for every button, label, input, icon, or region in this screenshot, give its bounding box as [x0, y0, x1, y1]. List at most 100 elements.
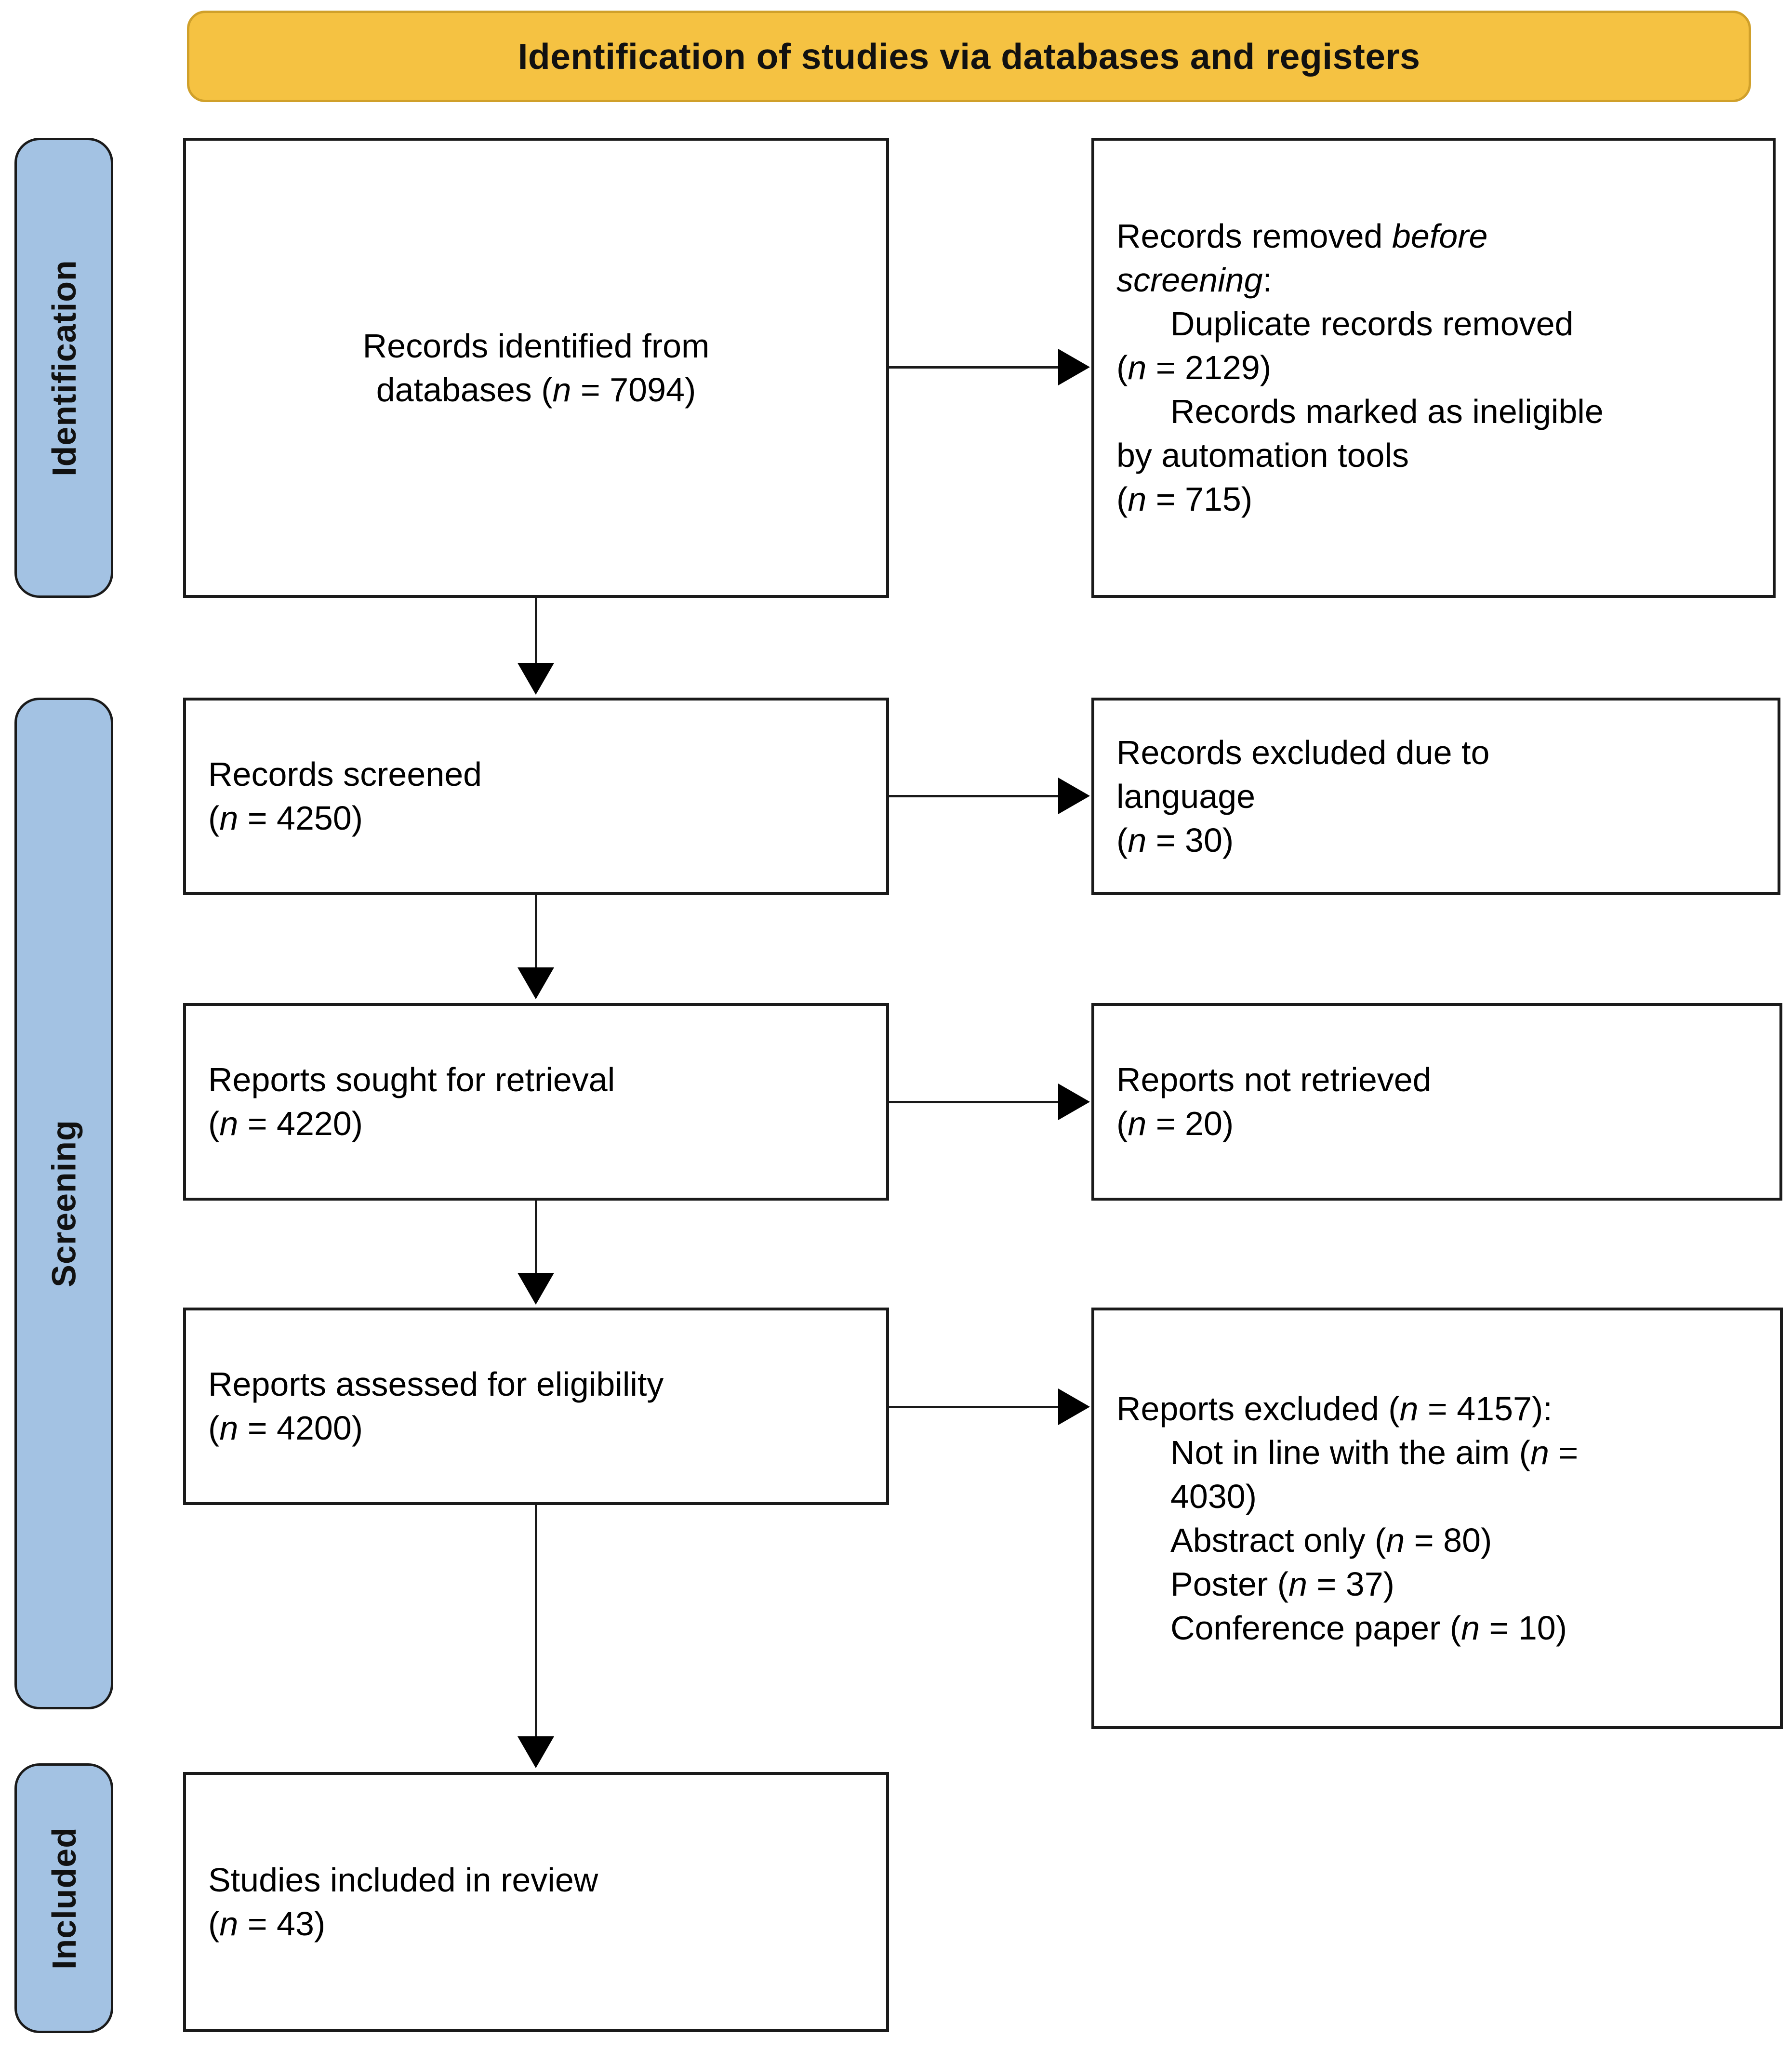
reports-assessed-line1: Reports assessed for eligibility	[208, 1365, 664, 1403]
not-retrieved-paren-open: (	[1116, 1105, 1128, 1142]
language-value: = 30)	[1146, 821, 1234, 859]
records-removed-heading-pre: Records removed	[1116, 217, 1392, 255]
studies-included-count: (n = 43)	[208, 1902, 864, 1946]
records-removed-heading-em-before: before	[1392, 217, 1488, 255]
box-reports-excluded-body: Reports excluded (n = 4157): Not in line…	[1116, 1387, 1758, 1650]
box-reports-excluded: Reports excluded (n = 4157): Not in line…	[1091, 1308, 1783, 1729]
records-removed-item1-count: (n = 2129)	[1116, 346, 1751, 390]
box-records-excluded-language: Records excluded due to language (n = 30…	[1091, 698, 1780, 895]
box-records-screened: Records screened (n = 4250)	[183, 698, 889, 895]
reports-assessed-count: (n = 4200)	[208, 1406, 864, 1450]
reason-3-n-symbol: n	[1288, 1565, 1308, 1603]
box-records-removed: Records removed before screening: Duplic…	[1091, 138, 1776, 598]
records-screened-line1: Records screened	[208, 755, 482, 793]
stage-label-screening: Screening	[14, 698, 113, 1709]
records-removed-heading-colon: :	[1262, 261, 1272, 299]
reason-1-label: Not in line with the aim (	[1170, 1433, 1530, 1471]
records-removed-heading: Records removed before	[1116, 214, 1751, 258]
box-records-identified-body: Records identified from databases (n = 7…	[208, 324, 864, 412]
records-removed-heading-cont: screening:	[1116, 258, 1751, 302]
reports-assessed-n-symbol: n	[219, 1409, 239, 1447]
reports-assessed-value: = 4200)	[238, 1409, 363, 1447]
box-records-removed-body: Records removed before screening: Duplic…	[1116, 214, 1751, 521]
reason-4-label: Conference paper (	[1170, 1609, 1461, 1647]
arrow-right-icon	[1058, 1084, 1090, 1120]
diagram-header-banner: Identification of studies via databases …	[187, 11, 1751, 102]
records-removed-heading-em-screening: screening	[1116, 261, 1263, 299]
reason-1-equals: =	[1549, 1433, 1579, 1471]
not-retrieved-n-symbol: n	[1128, 1105, 1147, 1142]
reports-excluded-reason-2: Abstract only (n = 80)	[1116, 1519, 1758, 1562]
reports-excluded-heading: Reports excluded (n = 4157):	[1116, 1387, 1758, 1431]
records-removed-item2: Records marked as ineligible	[1170, 393, 1604, 430]
records-identified-line1: Records identified from	[362, 327, 710, 365]
box-studies-included-body: Studies included in review (n = 43)	[208, 1858, 864, 1946]
box-studies-included: Studies included in review (n = 43)	[183, 1772, 889, 2032]
box-records-excluded-language-body: Records excluded due to language (n = 30…	[1116, 731, 1755, 862]
stage-label-identification-text: Identification	[45, 259, 83, 476]
not-retrieved-line1: Reports not retrieved	[1116, 1061, 1432, 1098]
records-screened-value: = 4250)	[238, 799, 363, 837]
reports-sought-line1: Reports sought for retrieval	[208, 1061, 615, 1098]
reports-excluded-reason-4: Conference paper (n = 10)	[1116, 1606, 1758, 1650]
reason-2-value: = 80)	[1405, 1521, 1492, 1559]
reports-excluded-heading-pre: Reports excluded (	[1116, 1389, 1400, 1428]
reports-excluded-total: = 4157):	[1418, 1389, 1553, 1428]
reason-2-label: Abstract only (	[1170, 1521, 1386, 1559]
records-removed-item1-n-symbol: n	[1128, 349, 1147, 386]
records-removed-item1-paren-open: (	[1116, 349, 1128, 386]
language-line1: Records excluded due to	[1116, 733, 1490, 771]
connector-identified-to-screened	[535, 598, 537, 670]
records-identified-n-symbol: n	[552, 370, 571, 409]
stage-label-screening-text: Screening	[45, 1120, 83, 1287]
box-reports-assessed-body: Reports assessed for eligibility (n = 42…	[208, 1362, 864, 1450]
reason-1-n-symbol: n	[1530, 1433, 1549, 1471]
reports-assessed-paren-open: (	[208, 1409, 220, 1447]
records-screened-n-symbol: n	[219, 799, 239, 837]
connector-identified-to-removed	[889, 366, 1062, 369]
connector-assessed-to-included	[535, 1505, 537, 1740]
stage-label-included-text: Included	[45, 1827, 83, 1970]
reason-3-label: Poster (	[1170, 1565, 1289, 1603]
records-removed-item2-paren-open: (	[1116, 480, 1128, 518]
box-reports-sought-body: Reports sought for retrieval (n = 4220)	[208, 1058, 864, 1146]
records-identified-count: = 7094)	[571, 370, 696, 409]
reports-sought-value: = 4220)	[238, 1105, 363, 1142]
box-reports-not-retrieved: Reports not retrieved (n = 20)	[1091, 1003, 1782, 1201]
diagram-title: Identification of studies via databases …	[518, 36, 1420, 77]
reason-3-value: = 37)	[1307, 1565, 1394, 1603]
arrow-right-icon	[1058, 1388, 1090, 1425]
reports-excluded-reason-3: Poster (n = 37)	[1116, 1562, 1758, 1606]
connector-sought-to-assessed	[535, 1201, 537, 1277]
not-retrieved-value: = 20)	[1146, 1105, 1234, 1142]
records-removed-item2-value: = 715)	[1146, 480, 1253, 518]
records-removed-item2-count: (n = 715)	[1116, 477, 1751, 521]
reports-excluded-n-symbol: n	[1399, 1389, 1419, 1428]
studies-included-n-symbol: n	[219, 1905, 239, 1943]
arrow-down-icon	[518, 967, 554, 999]
records-removed-item1: Duplicate records removed	[1170, 305, 1574, 343]
language-paren-open: (	[1116, 821, 1128, 859]
records-screened-count: (n = 4250)	[208, 796, 864, 840]
studies-included-paren-open: (	[208, 1905, 220, 1943]
arrow-right-icon	[1058, 778, 1090, 814]
records-removed-item2-cont: by automation tools	[1116, 436, 1409, 474]
connector-assessed-to-excluded	[889, 1406, 1062, 1408]
language-count: (n = 30)	[1116, 819, 1755, 862]
studies-included-line1: Studies included in review	[208, 1861, 598, 1899]
records-identified-line2: databases (n = 7094)	[208, 368, 864, 412]
not-retrieved-count: (n = 20)	[1116, 1102, 1757, 1146]
reports-sought-n-symbol: n	[219, 1105, 239, 1142]
language-n-symbol: n	[1128, 821, 1147, 859]
records-removed-item1-value: = 2129)	[1146, 349, 1272, 386]
reason-4-value: = 10)	[1480, 1609, 1567, 1647]
stage-label-identification: Identification	[14, 138, 113, 598]
connector-sought-to-not-retrieved	[889, 1101, 1062, 1103]
box-reports-sought: Reports sought for retrieval (n = 4220)	[183, 1003, 889, 1201]
records-screened-paren-open: (	[208, 799, 220, 837]
reports-sought-paren-open: (	[208, 1105, 220, 1142]
reports-sought-count: (n = 4220)	[208, 1102, 864, 1146]
connector-screened-to-language	[889, 795, 1062, 797]
arrow-down-icon	[518, 1736, 554, 1768]
